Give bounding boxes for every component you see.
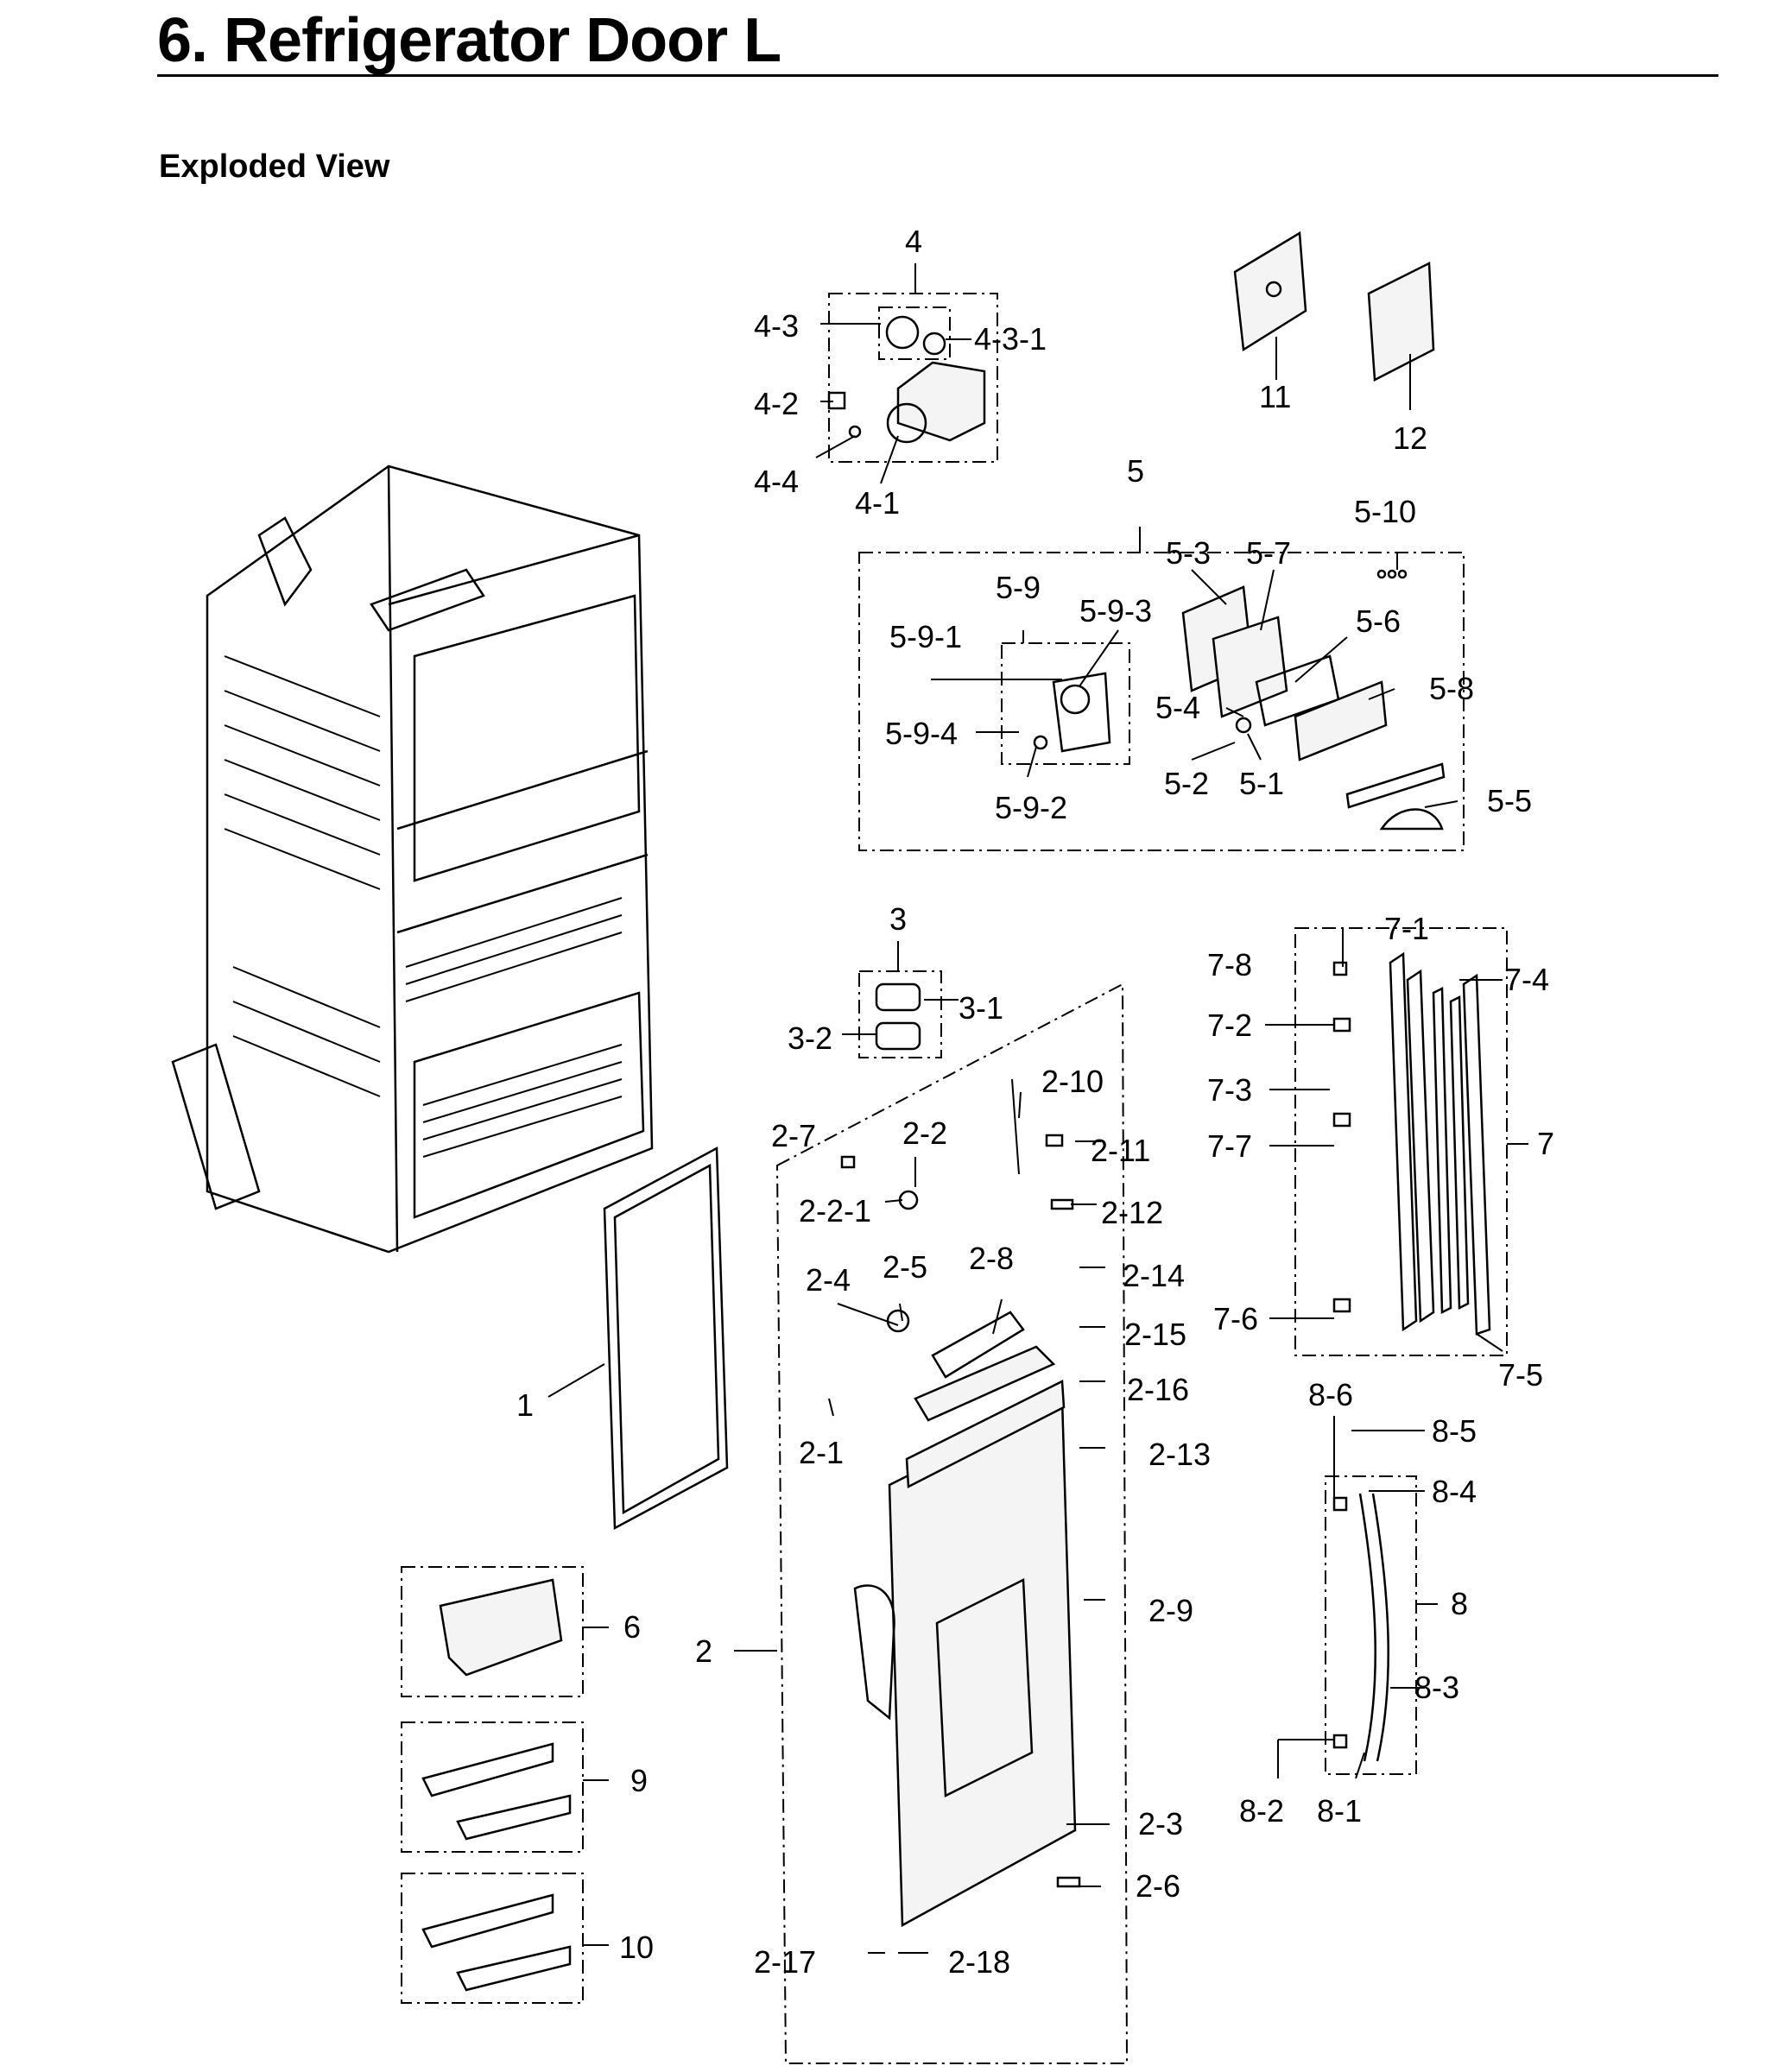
assembly-box-10 (401, 1873, 584, 2004)
ice-maker-assembly-part-4 (827, 306, 986, 444)
callout-8: 8 (1451, 1586, 1468, 1621)
callout-7-1: 7-1 (1384, 911, 1429, 946)
callout-4-3: 4-3 (754, 308, 799, 344)
callout-2-1: 2-1 (799, 1435, 844, 1470)
title-rule (157, 74, 1718, 77)
callout-9: 9 (630, 1763, 648, 1798)
callout-2-9: 2-9 (1148, 1593, 1193, 1628)
page-title: 6. Refrigerator Door L (157, 6, 781, 75)
section-heading: Exploded View (159, 148, 390, 185)
callout-2-6: 2-6 (1136, 1868, 1180, 1904)
leader-lines (547, 263, 1528, 1954)
callout-7-2: 7-2 (1207, 1008, 1252, 1043)
callout-5-9-2: 5-9-2 (995, 790, 1067, 825)
callout-8-5: 8-5 (1432, 1413, 1477, 1449)
callout-2-3: 2-3 (1138, 1806, 1183, 1841)
callout-2-11: 2-11 (1091, 1133, 1150, 1168)
callout-2-10: 2-10 (1041, 1064, 1104, 1099)
callout-11: 11 (1259, 379, 1291, 414)
callout-2-17: 2-17 (754, 1944, 816, 1980)
callout-2-8: 2-8 (969, 1241, 1014, 1276)
assembly-box-5 (858, 552, 1465, 851)
hinge-rail-assembly-part-7 (1332, 951, 1491, 1336)
dispenser-assembly-part-5 (1033, 569, 1446, 831)
callout-2-18: 2-18 (948, 1944, 1010, 1980)
callout-4-1: 4-1 (855, 485, 900, 521)
callout-7-4: 7-4 (1504, 962, 1549, 997)
callout-1: 1 (516, 1387, 534, 1423)
callout-5-9-3: 5-9-3 (1079, 593, 1152, 629)
door-guard-part-9 (421, 1742, 572, 1841)
cover-panel-part-12 (1367, 262, 1435, 382)
callout-labels: 1 2 2-1 2-2 2-2-1 2-3 2-4 2-5 2-6 2-7 2-… (516, 224, 1554, 1980)
callout-4: 4 (905, 224, 922, 259)
callout-5-9-4: 5-9-4 (885, 716, 958, 751)
refrigerator-cabinet (171, 464, 654, 1254)
callout-2: 2 (695, 1633, 712, 1669)
assembly-box-4 (828, 293, 998, 463)
callout-7: 7 (1537, 1126, 1554, 1161)
callout-7-5: 7-5 (1498, 1357, 1543, 1393)
callout-2-12: 2-12 (1101, 1195, 1163, 1230)
callout-2-15: 2-15 (1124, 1317, 1186, 1352)
callout-8-6: 8-6 (1308, 1377, 1353, 1412)
assembly-box-9 (401, 1721, 584, 1853)
callout-7-8: 7-8 (1207, 947, 1252, 982)
callout-5: 5 (1127, 453, 1144, 489)
callout-5-6: 5-6 (1356, 603, 1401, 639)
door-handle-part-8 (1332, 1493, 1389, 1762)
assembly-box-8 (1325, 1475, 1417, 1775)
callout-2-2-1: 2-2-1 (799, 1193, 871, 1229)
callout-7-6: 7-6 (1213, 1301, 1258, 1336)
callout-2-13: 2-13 (1148, 1437, 1211, 1472)
callout-2-2: 2-2 (902, 1115, 947, 1151)
callout-2-5: 2-5 (883, 1249, 927, 1285)
assembly-box-7 (1294, 927, 1508, 1356)
callout-6: 6 (623, 1609, 641, 1645)
callout-3: 3 (889, 901, 907, 937)
callout-8-2: 8-2 (1239, 1793, 1284, 1829)
assembly-box-5-9 (1001, 642, 1130, 765)
callout-2-16: 2-16 (1127, 1372, 1189, 1407)
callout-4-3-1: 4-3-1 (974, 321, 1047, 357)
callout-5-9-1: 5-9-1 (889, 619, 962, 654)
callout-8-3: 8-3 (1414, 1670, 1459, 1705)
callout-2-4: 2-4 (806, 1262, 851, 1298)
callout-5-7: 5-7 (1246, 535, 1291, 571)
cabinet-shelf-hatching (224, 655, 623, 1158)
callout-5-1: 5-1 (1239, 766, 1284, 801)
callout-3-2: 3-2 (788, 1020, 832, 1056)
callout-8-1: 8-1 (1317, 1793, 1362, 1829)
callout-5-8: 5-8 (1429, 671, 1474, 706)
callout-5-2: 5-2 (1164, 766, 1209, 801)
cover-panel-part-11 (1233, 231, 1307, 352)
assembly-boundary-2 (775, 982, 1129, 2064)
callout-10: 10 (619, 1930, 654, 1965)
callout-7-3: 7-3 (1207, 1072, 1252, 1108)
callout-5-3: 5-3 (1166, 535, 1211, 571)
door-bin-part-6 (439, 1578, 563, 1677)
callout-12: 12 (1393, 420, 1427, 456)
callout-4-2: 4-2 (754, 386, 799, 421)
callout-5-4: 5-4 (1155, 690, 1200, 725)
callout-5-9: 5-9 (996, 570, 1041, 605)
callout-4-4: 4-4 (754, 464, 799, 499)
callout-3-1: 3-1 (959, 990, 1003, 1026)
callout-5-5: 5-5 (1487, 783, 1532, 818)
callout-7-7: 7-7 (1207, 1128, 1252, 1164)
callout-8-4: 8-4 (1432, 1474, 1477, 1509)
door-guard-part-10 (421, 1893, 572, 1992)
door-gasket-part-1 (603, 1146, 729, 1531)
callout-5-10: 5-10 (1354, 494, 1416, 529)
door-assembly-part-2 (840, 1078, 1081, 1928)
callout-2-14: 2-14 (1123, 1258, 1185, 1293)
assembly-box-6 (401, 1566, 584, 1697)
callout-2-7: 2-7 (771, 1118, 816, 1153)
component-part-3 (875, 982, 921, 1051)
